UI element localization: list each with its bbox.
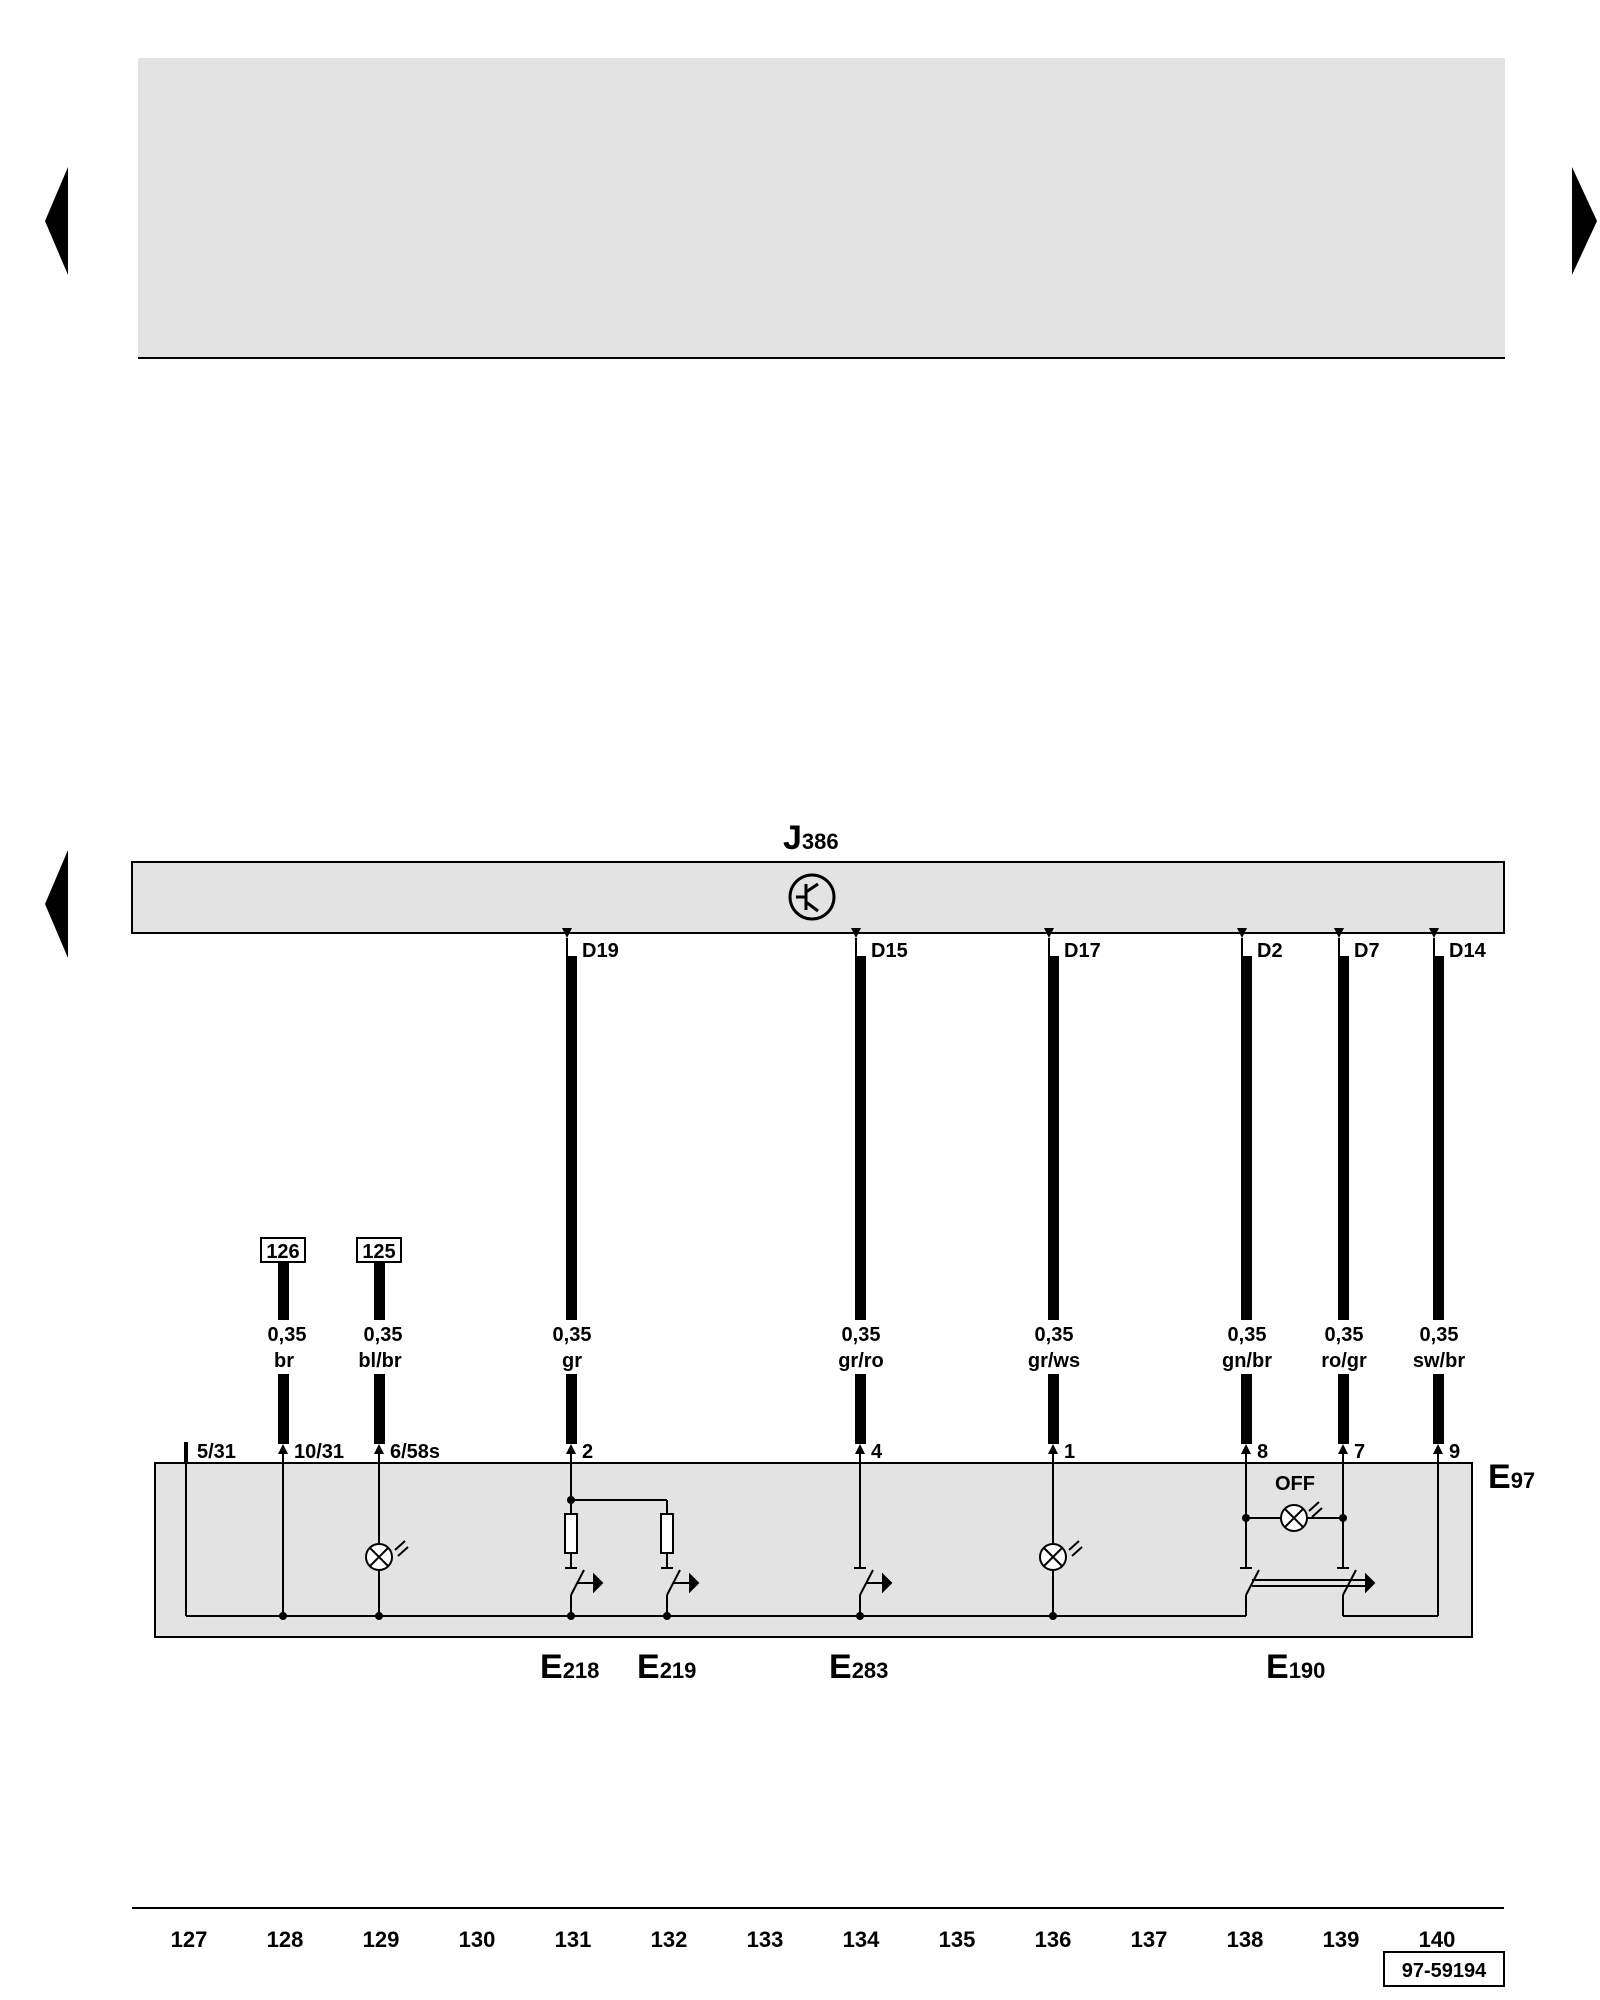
ruler-number: 127 — [171, 1927, 208, 1952]
ruler-number: 134 — [843, 1927, 880, 1952]
svg-text:126: 126 — [266, 1241, 299, 1263]
wire-ground-126: 126 0,35 br 10/31 — [260, 1237, 344, 1463]
junction-dots — [279, 1496, 1347, 1620]
wire-lighting-125: 125 0,35 bl/br 6/58s — [356, 1237, 440, 1463]
svg-text:gn/br: gn/br — [1222, 1350, 1272, 1372]
svg-text:br: br — [274, 1350, 294, 1372]
wire-d2: D2 0,35 gn/br 8 — [1222, 928, 1283, 1463]
svg-text:1: 1 — [1064, 1441, 1075, 1463]
electronic-unit-icon — [788, 873, 836, 921]
resistor-icon — [660, 1513, 674, 1554]
controller-label: J386 — [783, 819, 839, 857]
double-push-switch-icon — [1240, 1567, 1376, 1596]
svg-text:5/31: 5/31 — [197, 1441, 236, 1463]
ruler-number: 139 — [1323, 1927, 1360, 1952]
svg-text:D2: D2 — [1257, 940, 1283, 962]
push-switch-icon — [854, 1567, 893, 1596]
svg-text:7: 7 — [1354, 1441, 1365, 1463]
ruler-number: 133 — [747, 1927, 784, 1952]
svg-text:0,35: 0,35 — [364, 1324, 403, 1346]
wire-d17: D17 0,35 gr/ws 1 — [1028, 928, 1101, 1463]
wire-d7: D7 0,35 ro/gr 7 — [1321, 928, 1380, 1463]
switch-label-e283: E283 — [829, 1648, 888, 1686]
svg-text:D15: D15 — [871, 940, 908, 962]
ruler-number: 137 — [1131, 1927, 1168, 1952]
svg-text:0,35: 0,35 — [1228, 1324, 1267, 1346]
next-page-arrow[interactable] — [1572, 167, 1597, 275]
svg-text:gr/ws: gr/ws — [1028, 1350, 1080, 1372]
ruler-number: 135 — [939, 1927, 976, 1952]
push-switch-icon — [661, 1567, 700, 1596]
push-switch-icon — [565, 1567, 604, 1596]
svg-text:0,35: 0,35 — [1035, 1324, 1074, 1346]
wire-d14: D14 0,35 sw/br 9 — [1413, 928, 1487, 1463]
ruler-number: 132 — [651, 1927, 688, 1952]
svg-text:0,35: 0,35 — [842, 1324, 881, 1346]
indicator-lamp-icon — [365, 1540, 409, 1571]
svg-text:sw/br: sw/br — [1413, 1350, 1465, 1372]
svg-text:gr/ro: gr/ro — [838, 1350, 884, 1372]
svg-text:2: 2 — [582, 1441, 593, 1463]
svg-text:gr: gr — [562, 1350, 582, 1372]
resistor-icon — [564, 1513, 578, 1554]
doc-number: 97-59194 — [1402, 1960, 1487, 1982]
control-panel-label: E97 — [1488, 1458, 1535, 1496]
svg-text:D17: D17 — [1064, 940, 1101, 962]
svg-text:0,35: 0,35 — [553, 1324, 592, 1346]
svg-text:0,35: 0,35 — [1325, 1324, 1364, 1346]
svg-text:D7: D7 — [1354, 940, 1380, 962]
header-band — [138, 58, 1505, 358]
svg-text:9: 9 — [1449, 1441, 1460, 1463]
wire-d15: D15 0,35 gr/ro 4 — [838, 928, 908, 1463]
ground-terminal-5-31: 5/31 — [184, 1441, 236, 1463]
svg-text:ro/gr: ro/gr — [1321, 1350, 1367, 1372]
svg-text:D14: D14 — [1449, 940, 1487, 962]
ruler-number: 136 — [1035, 1927, 1072, 1952]
svg-text:6/58s: 6/58s — [390, 1441, 440, 1463]
svg-text:8: 8 — [1257, 1441, 1268, 1463]
svg-text:125: 125 — [362, 1241, 395, 1263]
switch-label-e218: E218 — [540, 1648, 599, 1686]
indicator-lamp-icon — [1039, 1540, 1083, 1571]
ruler-number: 129 — [363, 1927, 400, 1952]
ruler-numbers: 127 128 129 130 131 132 133 134 135 136 … — [171, 1927, 1456, 1952]
off-indicator-lamp-icon — [1280, 1501, 1323, 1532]
svg-text:D19: D19 — [582, 940, 619, 962]
doc-number-box — [1383, 1951, 1505, 1987]
switch-label-e219: E219 — [637, 1648, 696, 1686]
switch-label-e190: E190 — [1266, 1648, 1325, 1686]
ruler-number: 140 — [1419, 1927, 1456, 1952]
panel-internal-circuit — [185, 1463, 1439, 1617]
off-label: OFF — [1275, 1473, 1315, 1495]
svg-text:0,35: 0,35 — [1420, 1324, 1459, 1346]
ruler-number: 128 — [267, 1927, 304, 1952]
svg-text:0,35: 0,35 — [268, 1324, 307, 1346]
prev-row-arrow[interactable] — [45, 850, 68, 958]
prev-page-arrow[interactable] — [45, 167, 68, 275]
ruler-number: 131 — [555, 1927, 592, 1952]
ruler-number: 138 — [1227, 1927, 1264, 1952]
svg-text:4: 4 — [871, 1441, 883, 1463]
svg-text:bl/br: bl/br — [358, 1350, 402, 1372]
svg-text:10/31: 10/31 — [294, 1441, 344, 1463]
wire-d19: D19 0,35 gr 2 — [553, 928, 619, 1463]
controller-box — [131, 861, 1505, 934]
ruler-number: 130 — [459, 1927, 496, 1952]
